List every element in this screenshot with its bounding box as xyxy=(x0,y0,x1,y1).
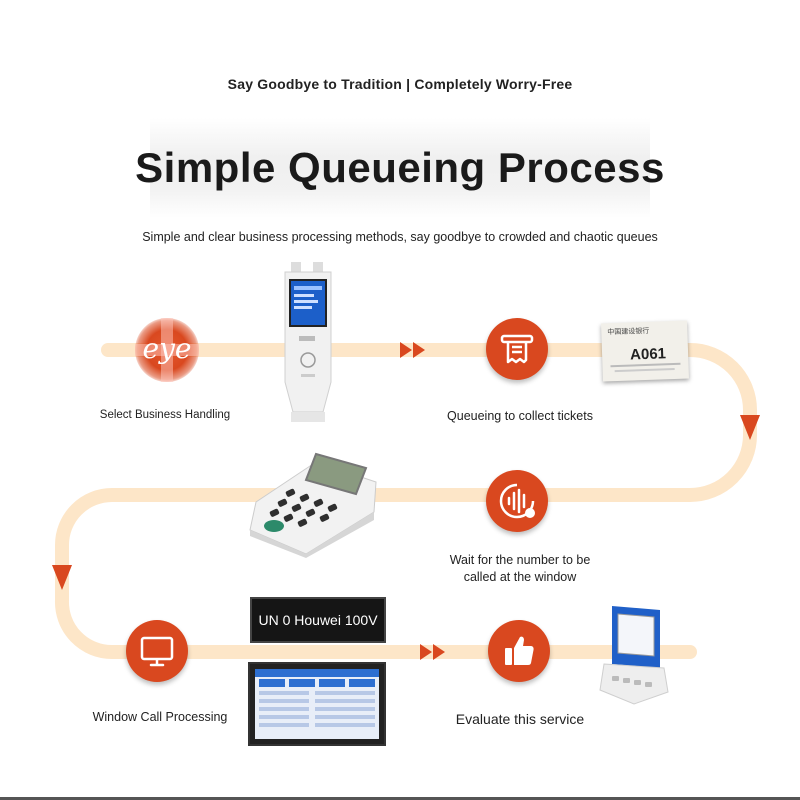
step-label-window-call: Window Call Processing xyxy=(92,710,228,724)
queue-ticket: 中国建设银行 A061 xyxy=(601,320,689,382)
step-label-wait-line2: called at the window xyxy=(463,570,577,584)
title-background xyxy=(150,118,650,218)
tagline: Say Goodbye to Tradition | Completely Wo… xyxy=(227,76,573,92)
ticket-number: A061 xyxy=(629,345,667,364)
down-arrow-icon xyxy=(740,415,760,440)
evaluation-device xyxy=(599,606,669,705)
step-label-wait-line1: Wait for the number to be xyxy=(449,553,591,567)
eye-icon: eye xyxy=(135,318,199,382)
voice-icon xyxy=(486,470,548,532)
step-label-select-business: Select Business Handling xyxy=(99,409,231,421)
bottom-border xyxy=(0,797,800,800)
step-label-evaluate: Evaluate this service xyxy=(455,711,585,727)
eye-icon-text: eye xyxy=(142,332,192,365)
thumbs-up-icon xyxy=(488,620,550,682)
led-display: UN 0 Houwei 100V xyxy=(250,597,386,643)
ticket-bank-name: 中国建设银行 xyxy=(607,327,650,337)
step-label-queueing-tickets: Queueing to collect tickets xyxy=(447,409,593,423)
kiosk-device xyxy=(284,262,332,422)
page-title: Simple Queueing Process xyxy=(135,144,665,191)
monitor-icon xyxy=(126,620,188,682)
receipt-icon xyxy=(486,318,548,380)
double-arrow-icon xyxy=(400,342,425,358)
keypad-device xyxy=(249,452,377,558)
step-label-wait: Wait for the number to be called at the … xyxy=(430,553,610,584)
page-subtitle: Simple and clear business processing met… xyxy=(142,230,658,244)
down-arrow-icon xyxy=(52,565,72,590)
call-screen-device xyxy=(248,662,386,746)
double-arrow-icon xyxy=(420,644,445,660)
